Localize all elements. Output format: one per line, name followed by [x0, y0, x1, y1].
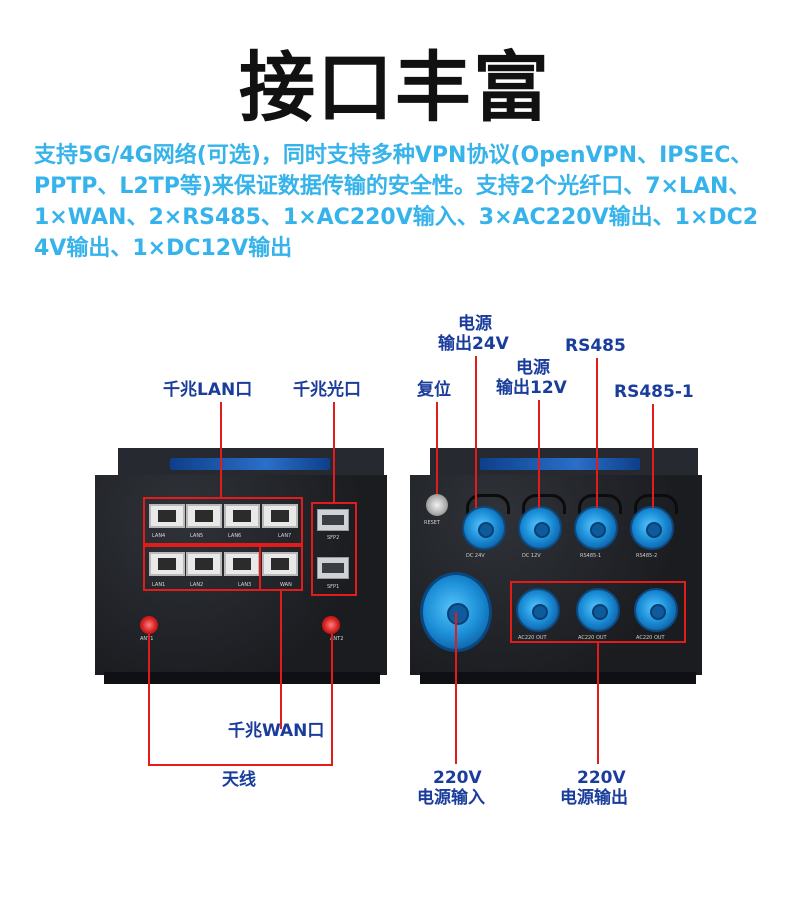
ac-in-callout-line: [455, 612, 457, 764]
antenna-left-line: [148, 634, 150, 766]
lan4-port[interactable]: [149, 504, 185, 528]
rs485-1-callout-label: RS485-1: [614, 382, 694, 402]
ac220v-output-2-connector[interactable]: [576, 588, 620, 632]
wan-port-highlight: [259, 545, 303, 591]
right-device-display: [480, 458, 640, 470]
lan-ports-highlight-lower: [143, 545, 261, 591]
lan3-port[interactable]: [224, 552, 260, 576]
lan4-label: LAN4: [152, 533, 166, 539]
reset-callout-label: 复位: [417, 380, 451, 400]
rs485-callout-line: [596, 358, 598, 508]
lan7-label: LAN7: [278, 533, 292, 539]
lan5-label: LAN5: [190, 533, 204, 539]
lan6-port[interactable]: [224, 504, 260, 528]
lan-callout-line: [220, 402, 222, 497]
dc12-callout-label-line2: 输出12V: [496, 378, 567, 398]
wan-label: WAN: [280, 582, 292, 588]
reset-silk-label: RESET: [424, 520, 441, 526]
reset-callout-line: [436, 402, 438, 494]
ac-out-callout-label-line1: 220V: [577, 768, 626, 788]
wan-callout-line: [280, 591, 282, 729]
ac-in-callout-label-line1: 220V: [433, 768, 482, 788]
lan7-port[interactable]: [262, 504, 298, 528]
rs485-2-connector[interactable]: [630, 506, 674, 550]
rs485-1-cap-strap: [578, 494, 622, 514]
rs485-1-connector[interactable]: [574, 506, 618, 550]
dc12-callout-label-line1: 电源: [516, 358, 550, 378]
lan5-port[interactable]: [186, 504, 222, 528]
feature-description: 支持5G/4G网络(可选)，同时支持多种VPN协议(OpenVPN、IPSEC、…: [34, 143, 759, 261]
rs485-1-callout-line: [652, 404, 654, 508]
wan-port[interactable]: [262, 552, 298, 576]
dc24-callout-label-line2: 输出24V: [438, 334, 509, 354]
rs485-1-silk-label: RS485-1: [580, 553, 602, 559]
dc24v-silk-label: DC 24V: [466, 553, 485, 559]
dc24-callout-label-line1: 电源: [458, 314, 492, 334]
ac-out-2-silk-label: AC220 OUT: [578, 635, 607, 641]
ac220v-output-1-connector[interactable]: [516, 588, 560, 632]
rs485-2-cap-strap: [634, 494, 678, 514]
dc12-callout-line: [538, 400, 540, 508]
sfp1-port[interactable]: [317, 557, 349, 579]
ac220v-output-3-connector[interactable]: [634, 588, 678, 632]
ac-in-callout-label-line2: 电源输入: [417, 788, 485, 808]
ac-out-1-silk-label: AC220 OUT: [518, 635, 547, 641]
ac-out-callout-line: [597, 643, 599, 764]
page-title: 接口丰富: [239, 43, 551, 132]
dc24v-output-connector[interactable]: [462, 506, 506, 550]
lan2-label: LAN2: [190, 582, 204, 588]
fiber-callout-line: [333, 402, 335, 502]
antenna-2-connector[interactable]: [322, 616, 340, 634]
sfp1-label: SFP1: [327, 584, 340, 590]
rs485-2-silk-label: RS485-2: [636, 553, 658, 559]
lan1-label: LAN1: [152, 582, 166, 588]
rs485-callout-label: RS485: [565, 336, 626, 356]
ac-out-3-silk-label: AC220 OUT: [636, 635, 665, 641]
lan2-port[interactable]: [186, 552, 222, 576]
antenna-1-connector[interactable]: [140, 616, 158, 634]
ac-output-highlight: [510, 581, 686, 643]
left-device-display: [170, 458, 330, 470]
fiber-ports-highlight: [311, 502, 357, 596]
dc12-cap-strap: [522, 494, 566, 514]
fiber-callout-label: 千兆光口: [293, 380, 361, 400]
dc12v-output-connector[interactable]: [518, 506, 562, 550]
dc24-callout-line: [475, 356, 477, 508]
sfp2-port[interactable]: [317, 509, 349, 531]
lan3-label: LAN3: [238, 582, 252, 588]
lan6-label: LAN6: [228, 533, 242, 539]
ant1-label: ANT1: [140, 636, 154, 642]
antenna-right-line: [331, 634, 333, 766]
left-device-base: [104, 672, 380, 684]
lan-callout-label: 千兆LAN口: [163, 380, 253, 400]
ant2-label: ANT2: [330, 636, 344, 642]
sfp2-label: SFP2: [327, 535, 340, 541]
dc12v-silk-label: DC 12V: [522, 553, 541, 559]
ac-out-callout-label-line2: 电源输出: [560, 788, 628, 808]
lan1-port[interactable]: [149, 552, 185, 576]
dc24-cap-strap: [466, 494, 510, 514]
lan-ports-highlight: [143, 497, 303, 545]
reset-button[interactable]: [426, 494, 448, 516]
wan-callout-label: 千兆WAN口: [228, 721, 325, 741]
antenna-callout-label: 天线: [222, 770, 256, 790]
right-device-base: [420, 672, 696, 684]
antenna-bottom-line: [148, 764, 333, 766]
